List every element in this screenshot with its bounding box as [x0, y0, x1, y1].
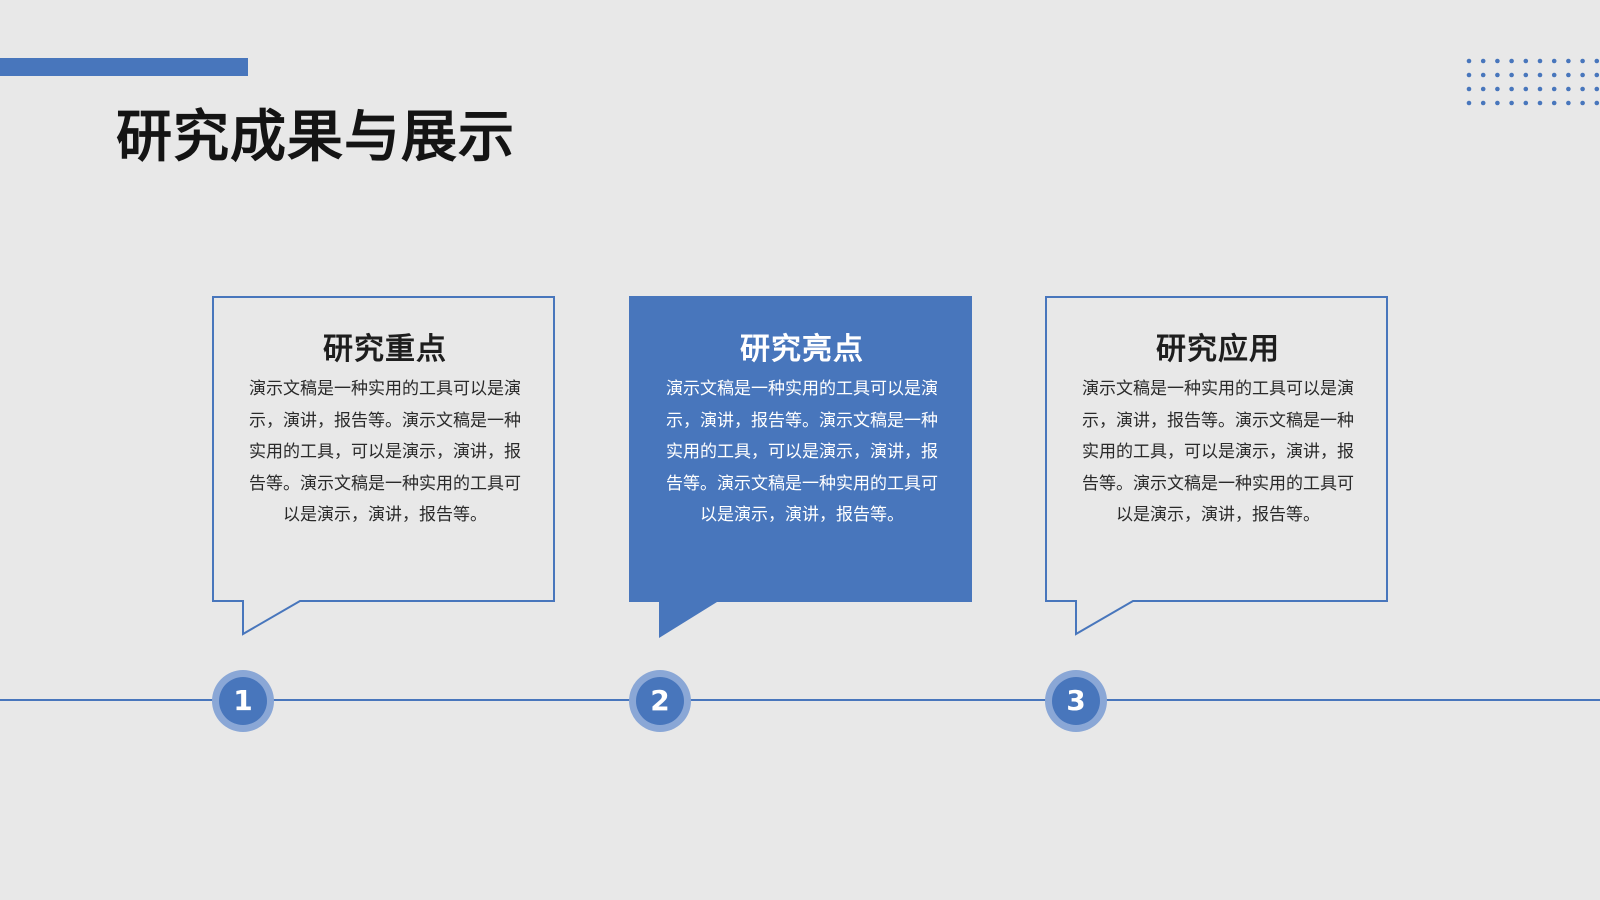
step-marker-1: 1 — [212, 670, 274, 732]
decor-dot — [1495, 86, 1500, 92]
step-number: 1 — [219, 677, 267, 725]
decor-dot — [1537, 100, 1543, 106]
decor-dot — [1523, 86, 1529, 92]
decor-dot — [1509, 100, 1514, 106]
card-title: 研究重点 — [323, 332, 447, 367]
decor-dot — [1495, 100, 1500, 106]
dot-grid-decoration — [1466, 58, 1600, 106]
decor-dot — [1537, 58, 1543, 64]
step-number: 2 — [636, 677, 684, 725]
top-accent-bar — [0, 58, 248, 76]
decor-dot — [1580, 72, 1585, 78]
decor-dot — [1551, 58, 1557, 64]
card-title: 研究应用 — [1156, 332, 1280, 367]
decor-dot — [1466, 86, 1472, 92]
decor-dot — [1523, 72, 1529, 78]
decor-dot — [1509, 86, 1514, 92]
decor-dot — [1594, 58, 1600, 64]
card-title: 研究亮点 — [740, 332, 864, 367]
decor-dot — [1566, 86, 1571, 92]
decor-dot — [1523, 58, 1529, 64]
decor-dot — [1580, 86, 1585, 92]
card-body: 演示文稿是一种实用的工具可以是演示，演讲，报告等。演示文稿是一种实用的工具，可以… — [666, 379, 938, 525]
decor-dot — [1537, 86, 1543, 92]
decor-dot — [1466, 72, 1472, 78]
decor-dot — [1580, 100, 1585, 106]
decor-dot — [1551, 86, 1557, 92]
decor-dot — [1537, 72, 1543, 78]
step-marker-3: 3 — [1045, 670, 1107, 732]
speech-bubble-outline — [212, 296, 555, 636]
decor-dot — [1594, 86, 1600, 92]
decor-dot — [1480, 72, 1486, 78]
card-body: 演示文稿是一种实用的工具可以是演示，演讲，报告等。演示文稿是一种实用的工具，可以… — [249, 379, 521, 525]
decor-dot — [1523, 100, 1529, 106]
decor-dot — [1580, 58, 1585, 64]
decor-dot — [1566, 100, 1571, 106]
decor-dot — [1480, 100, 1486, 106]
decor-dot — [1594, 72, 1600, 78]
decor-dot — [1551, 72, 1557, 78]
decor-dot — [1566, 72, 1571, 78]
page-title: 研究成果与展示 — [116, 104, 515, 170]
decor-dot — [1594, 100, 1600, 106]
decor-dot — [1509, 58, 1514, 64]
speech-bubble-filled — [629, 296, 972, 638]
decor-dot — [1551, 100, 1557, 106]
decor-dot — [1495, 72, 1500, 78]
decor-dot — [1466, 58, 1472, 64]
decor-dot — [1466, 100, 1472, 106]
timeline-line — [0, 699, 1600, 701]
decor-dot — [1480, 86, 1486, 92]
decor-dot — [1509, 72, 1514, 78]
card-body: 演示文稿是一种实用的工具可以是演示，演讲，报告等。演示文稿是一种实用的工具，可以… — [1082, 379, 1354, 525]
step-marker-2: 2 — [629, 670, 691, 732]
decor-dot — [1480, 58, 1486, 64]
decor-dot — [1495, 58, 1500, 64]
speech-bubble-outline — [1045, 296, 1388, 636]
decor-dot — [1566, 58, 1571, 64]
step-number: 3 — [1052, 677, 1100, 725]
